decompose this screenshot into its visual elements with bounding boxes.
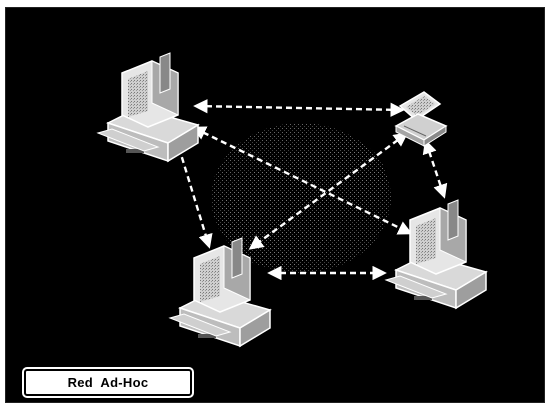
- laptop-computer-icon: [396, 92, 446, 146]
- link-top-left-bottom-left: [176, 138, 209, 246]
- link-top-right-bottom-right: [426, 142, 444, 196]
- network-diagram: [6, 8, 544, 402]
- caption-box: Red Ad-Hoc: [24, 369, 192, 396]
- link-top-left-top-right: [196, 106, 402, 110]
- desktop-computer-icon: [386, 200, 486, 308]
- node-top-left: [98, 53, 198, 161]
- node-top-right: [396, 92, 446, 146]
- caption-label: Red Ad-Hoc: [68, 375, 149, 390]
- node-bottom-right: [386, 200, 486, 308]
- desktop-computer-icon: [98, 53, 198, 161]
- diagram-frame: Red Ad-Hoc: [5, 7, 545, 403]
